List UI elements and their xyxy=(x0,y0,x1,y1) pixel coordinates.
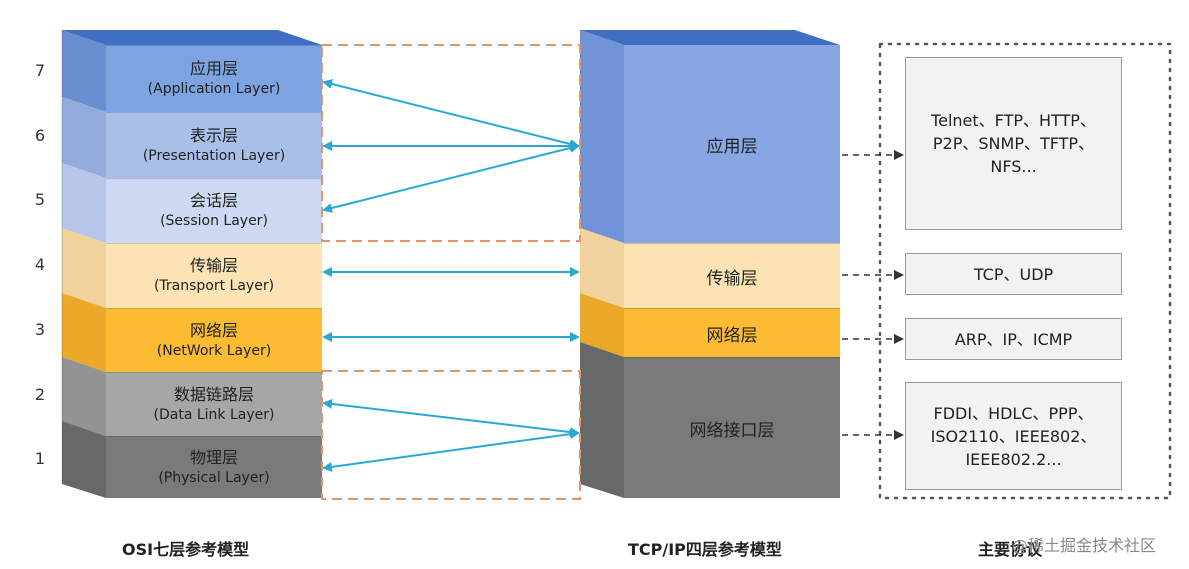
protocol-box-link: FDDI、HDLC、PPP、 ISO2110、IEEE802、 IEEE802.… xyxy=(905,382,1122,490)
protocol-line: P2P、SNMP、TFTP、 xyxy=(932,134,1095,153)
osi-layer-name: 表示层 xyxy=(189,125,238,145)
tcp-side-transport xyxy=(580,228,624,308)
osi-side-2 xyxy=(62,357,106,436)
protocol-box-transport: TCP、UDP xyxy=(905,253,1122,295)
osi-side-7 xyxy=(62,30,106,112)
osi-caption: OSI七层参考模型 xyxy=(122,540,250,559)
osi-layer-number: 2 xyxy=(34,385,46,404)
osi-side-4 xyxy=(62,228,106,308)
osi-layer-datalink: 数据链路层 (Data Link Layer) xyxy=(106,372,322,436)
osi-layer-name: 数据链路层 xyxy=(173,384,254,404)
osi-layer-number: 4 xyxy=(34,255,46,274)
osi-side-6 xyxy=(62,97,106,178)
arrow-session xyxy=(322,143,580,213)
protocols-caption: 主要协议 xyxy=(978,540,1043,559)
tcp-top-face xyxy=(580,30,840,45)
osi-side-3 xyxy=(62,293,106,372)
protocol-line: IEEE802.2... xyxy=(965,449,1062,469)
tcp-side-network xyxy=(580,293,624,357)
osi-layer-name: 物理层 xyxy=(189,447,238,467)
osi-layer-presentation: 表示层 (Presentation Layer) xyxy=(106,112,322,178)
osi-layer-transport: 传输层 (Transport Layer) xyxy=(106,243,322,308)
osi-layer-english: (NetWork Layer) xyxy=(156,342,272,359)
osi-layer-name: 会话层 xyxy=(189,191,238,210)
osi-layer-english: (Data Link Layer) xyxy=(153,406,275,423)
tcp-layer-link: 网络接口层 xyxy=(624,357,840,498)
tcpip-caption: TCP/IP四层参考模型 xyxy=(628,540,782,559)
osi-top-face-fill xyxy=(62,30,322,45)
protocol-line: ARP、IP、ICMP xyxy=(954,329,1073,349)
osi-layer-name: 应用层 xyxy=(189,59,238,78)
osi-layer-english: (Physical Layer) xyxy=(158,469,270,486)
protocol-box-network: ARP、IP、ICMP xyxy=(905,318,1122,360)
osi-layer-name: 网络层 xyxy=(189,320,238,340)
protocol-line: FDDI、HDLC、PPP、 xyxy=(933,403,1094,423)
osi-layer-number: 5 xyxy=(34,190,46,209)
osi-layer-english: (Session Layer) xyxy=(160,213,268,229)
osi-side-5 xyxy=(62,163,106,243)
protocol-line: TCP、UDP xyxy=(973,264,1054,284)
dashed-group-application xyxy=(321,44,581,242)
tcp-side-link xyxy=(580,342,624,498)
tcp-layer-transport: 传输层 xyxy=(624,243,840,308)
watermark: @稀土掘金技术社区 xyxy=(1012,536,1157,555)
osi-layer-network: 网络层 (NetWork Layer) xyxy=(106,308,322,372)
tcp-side-app xyxy=(580,30,624,243)
osi-layer-number: 1 xyxy=(34,449,46,468)
osi-layer-number: 3 xyxy=(34,320,46,339)
osi-layer-physical: 物理层 (Physical Layer) xyxy=(106,436,322,498)
protocol-box-application: Telnet、FTP、HTTP、 P2P、SNMP、TFTP、 NFS... xyxy=(905,57,1122,230)
osi-side-1 xyxy=(62,421,106,498)
osi-layer-session: 会话层 (Session Layer) xyxy=(106,178,322,243)
osi-layer-number: 7 xyxy=(34,61,46,80)
protocol-frame xyxy=(878,42,1172,500)
arrow-datalink xyxy=(322,398,580,438)
protocol-line: Telnet、FTP、HTTP、 xyxy=(931,111,1096,130)
osi-layer-english: (Transport Layer) xyxy=(153,278,275,294)
tcp-layer-network: 网络层 xyxy=(624,308,840,357)
osi-layer-english: (Application Layer) xyxy=(147,81,281,97)
osi-layer-name: 传输层 xyxy=(189,256,238,275)
osi-layer-number: 6 xyxy=(34,126,46,145)
protocol-line: ISO2110、IEEE802、 xyxy=(930,426,1097,446)
protocol-line: NFS... xyxy=(990,157,1037,176)
tcp-layer-application: 应用层 xyxy=(624,45,840,243)
osi-layer-application: 应用层 (Application Layer) xyxy=(106,45,322,112)
arrow-application xyxy=(322,79,580,149)
osi-layer-english: (Presentation Layer) xyxy=(142,147,286,164)
dashed-group-link xyxy=(321,370,581,500)
arrow-physical xyxy=(322,429,580,472)
